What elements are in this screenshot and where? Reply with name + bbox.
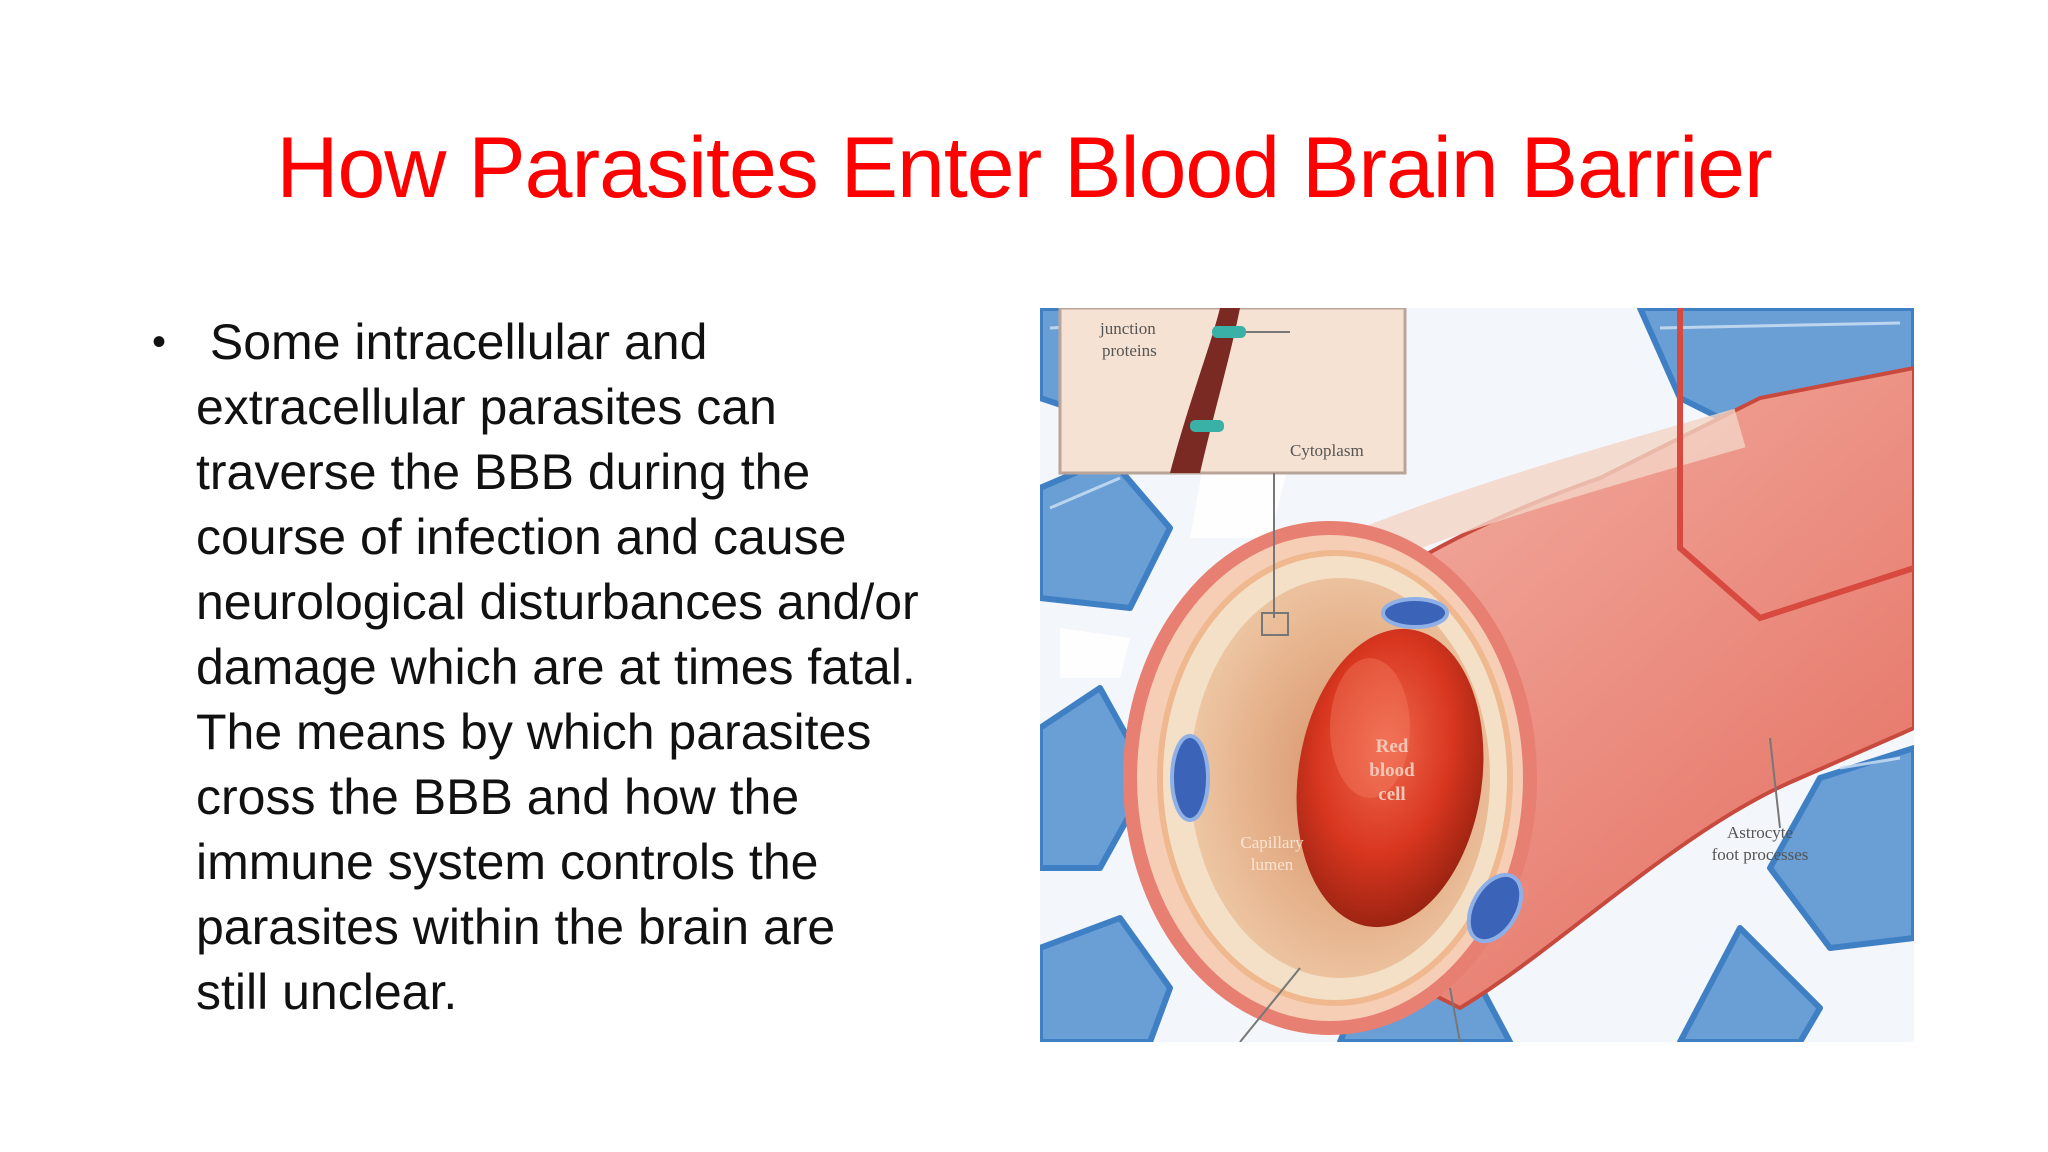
bbb-illustration-svg: junction proteins Cytoplasm Red blood ce… bbox=[1040, 308, 1914, 1042]
slide-title: How Parasites Enter Blood Brain Barrier bbox=[276, 120, 1772, 216]
vessel-red-line bbox=[1677, 308, 1914, 622]
bullet-item: • Some intracellular and extracellular p… bbox=[152, 310, 1012, 1025]
label-cytoplasm: Cytoplasm bbox=[1290, 441, 1364, 460]
label-astrocyte-2: foot processes bbox=[1712, 845, 1809, 864]
bullet-line: Some intracellular and bbox=[196, 314, 708, 370]
junction-protein bbox=[1212, 326, 1246, 338]
bottom-label-line bbox=[1239, 967, 1301, 1042]
bullet-marker: • bbox=[152, 320, 167, 364]
bottom-label-line bbox=[1449, 987, 1461, 1042]
bullet-line: still unclear. bbox=[196, 964, 458, 1020]
bullet-line: parasites within the brain are bbox=[196, 899, 836, 955]
bullet-line: traverse the BBB during the bbox=[196, 444, 811, 500]
endothelial-nucleus bbox=[1381, 597, 1449, 629]
endothelial-nucleus bbox=[1466, 872, 1524, 944]
bullet-line: damage which are at times fatal. bbox=[196, 639, 916, 695]
bullet-line: cross the BBB and how the bbox=[196, 769, 800, 825]
inset-marker bbox=[1261, 612, 1289, 636]
endothelial-nucleus bbox=[1170, 734, 1210, 822]
red-blood-cell-highlight bbox=[1330, 658, 1410, 798]
bullet-list: • Some intracellular and extracellular p… bbox=[152, 310, 1012, 1025]
inset-junction-band bbox=[1170, 308, 1240, 473]
label-tight-junction-2: proteins bbox=[1102, 341, 1157, 360]
bullet-line: course of infection and cause bbox=[196, 509, 847, 565]
bullet-line: neurological disturbances and/or bbox=[196, 574, 919, 630]
label-red-blood-cell-3: cell bbox=[1378, 784, 1405, 805]
label-red-blood-cell-2: blood bbox=[1369, 760, 1415, 781]
slide-body: • Some intracellular and extracellular p… bbox=[152, 310, 1012, 1025]
bullet-line: immune system controls the bbox=[196, 834, 819, 890]
bullet-line: The means by which parasites bbox=[196, 704, 872, 760]
label-tight-junction-1: junction bbox=[1099, 319, 1156, 338]
red-blood-cell bbox=[1296, 628, 1484, 928]
label-astrocyte-1: Astrocyte bbox=[1727, 823, 1793, 842]
bbb-illustration: junction proteins Cytoplasm Red blood ce… bbox=[1040, 308, 1914, 1042]
label-capillary-lumen-2: lumen bbox=[1251, 855, 1294, 874]
astrocyte-label-line bbox=[1769, 737, 1781, 829]
label-capillary-lumen-1: Capillary bbox=[1240, 833, 1304, 852]
label-red-blood-cell-1: Red bbox=[1376, 736, 1409, 757]
junction-protein bbox=[1190, 420, 1224, 432]
bullet-line: extracellular parasites can bbox=[196, 379, 777, 435]
